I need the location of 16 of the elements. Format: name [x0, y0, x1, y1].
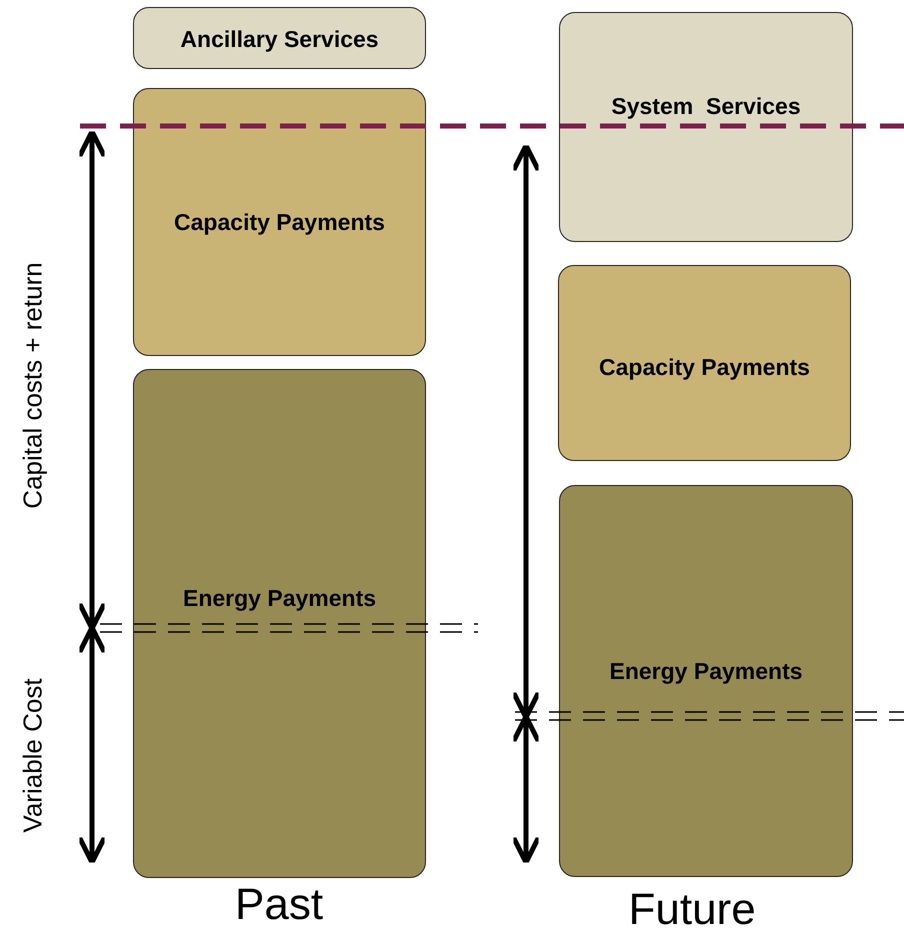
- block-label: System Services: [610, 93, 802, 120]
- payment-block: [133, 7, 426, 69]
- payment-block: [133, 88, 426, 356]
- block-label: Ancillary Services: [179, 26, 380, 53]
- payment-block: [559, 12, 853, 242]
- axis-label: Capital costs + return: [18, 262, 49, 508]
- block-label: Capacity Payments: [598, 354, 811, 381]
- block-label: Energy Payments: [608, 658, 804, 685]
- payment-block: [558, 265, 851, 461]
- column-label: Past: [235, 880, 324, 929]
- block-label: Capacity Payments: [173, 209, 386, 236]
- payment-block: [559, 485, 853, 877]
- column-label: Future: [628, 885, 756, 929]
- block-label: Energy Payments: [182, 585, 378, 612]
- axis-label: Variable Cost: [18, 678, 49, 832]
- payment-block: [133, 369, 426, 878]
